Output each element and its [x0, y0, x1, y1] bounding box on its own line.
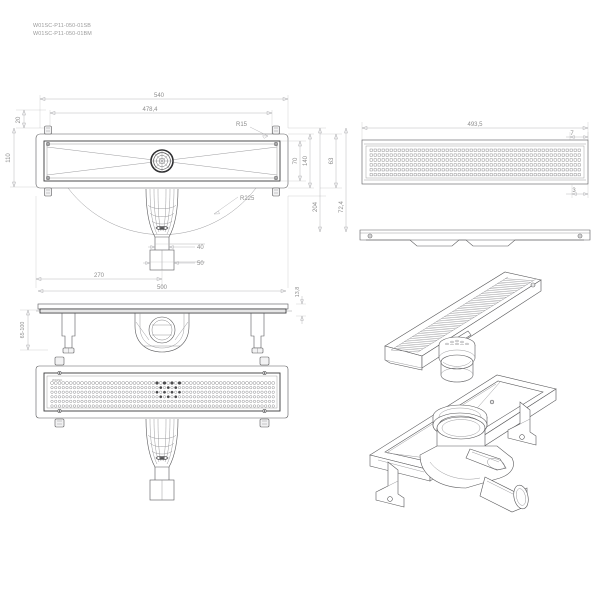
side-section-view: 13,8 65-100: [20, 287, 306, 354]
dim-50: 50: [197, 261, 204, 267]
dim-72-4: 72,4: [339, 201, 345, 213]
dim-40: 40: [197, 245, 204, 251]
top-plan-view: 540 478,4 20 110: [6, 93, 348, 293]
dim-65-100: 65-100: [20, 322, 26, 339]
mounting-foot: [54, 356, 65, 375]
mounting-foot: [44, 176, 52, 197]
dim-13-8: 13,8: [295, 287, 301, 298]
part-number-line-1: W01SC-P11-050-01SB: [33, 23, 92, 29]
dim-110: 110: [6, 153, 12, 163]
mounting-foot: [272, 176, 280, 197]
bottom-plan-grate-view: W01SC: [35, 356, 289, 501]
dim-7: 7: [570, 131, 574, 137]
dim-3: 3: [572, 188, 576, 194]
dim-140: 140: [303, 155, 309, 166]
grate-marking: W01SC: [52, 378, 63, 382]
grate-top-view: 493,5 7 3: [361, 122, 589, 198]
dim-500: 500: [157, 285, 168, 291]
dim-63: 63: [329, 157, 335, 164]
isometric-siphon-trap: [419, 404, 529, 513]
dim-20: 20: [16, 116, 22, 123]
dim-r225: R225: [240, 196, 255, 202]
adjustable-leg: [250, 313, 265, 354]
dim-270: 270: [94, 273, 105, 279]
adjustable-leg: [61, 313, 76, 354]
dim-478-4: 478,4: [142, 107, 158, 113]
mounting-foot: [44, 125, 52, 147]
dim-540: 540: [154, 93, 165, 99]
trap-funnel-top: [145, 188, 179, 271]
trap-funnel-bottom: [145, 418, 179, 501]
mounting-foot: [272, 125, 280, 147]
mounting-foot: [259, 356, 270, 375]
dim-r15: R15: [236, 122, 248, 128]
trap-housing-section: [134, 313, 190, 353]
isometric-strainer-basket: [438, 336, 476, 383]
dim-493-5: 493,5: [467, 122, 483, 128]
grate-side-profile-view: [359, 229, 591, 247]
dim-204: 204: [313, 201, 319, 212]
dim-70: 70: [293, 157, 299, 164]
mounting-foot: [54, 408, 65, 428]
part-number-line-2: W01SC-P11-050-01BM: [33, 31, 92, 37]
mounting-foot: [259, 408, 270, 428]
